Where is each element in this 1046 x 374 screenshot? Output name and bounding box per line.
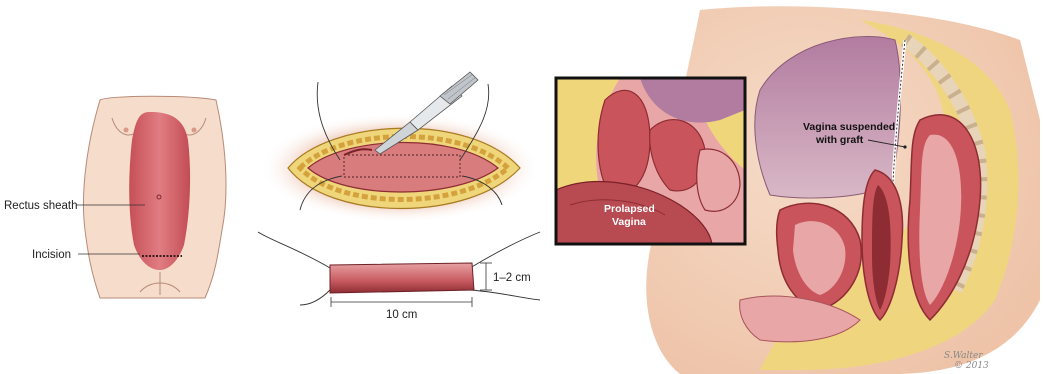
- inset-prolapse: Prolapsed Vagina: [556, 78, 745, 244]
- artist-signature: S.Walter: [944, 351, 983, 361]
- rectus-sheath: [129, 112, 190, 270]
- inset-label-line-2: Vagina: [612, 216, 646, 228]
- rectus-sheath-label: Rectus sheath: [4, 200, 78, 212]
- incision-label: Incision: [32, 249, 71, 261]
- graft-height-label: 1–2 cm: [493, 272, 531, 284]
- callout-line-2: with graft: [815, 134, 864, 146]
- inset-label-line-1: Prolapsed: [604, 203, 655, 215]
- panel-graft-harvest: 1–2 cm 10 cm: [258, 72, 540, 321]
- fascia-graft: [330, 263, 474, 293]
- graft-width-label: 10 cm: [386, 309, 417, 321]
- copyright-year: © 2013: [954, 361, 989, 371]
- panel-body: Rectus sheath Incision: [4, 96, 226, 298]
- callout-line-1: Vagina suspended: [803, 121, 895, 133]
